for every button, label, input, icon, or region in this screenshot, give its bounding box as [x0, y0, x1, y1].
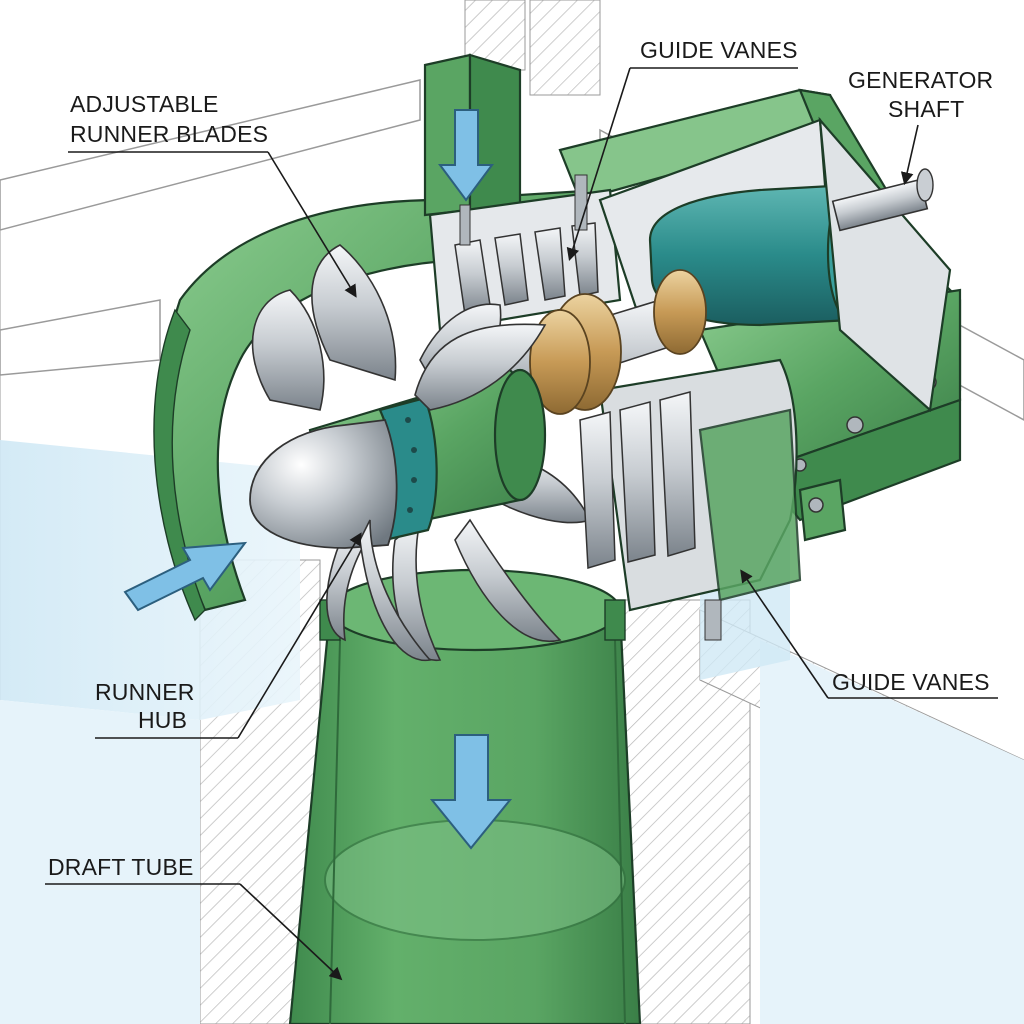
label-runner-hub-line1: RUNNER: [95, 679, 195, 705]
label-adjustable-runner-blades: ADJUSTABLE RUNNER BLADES: [68, 91, 357, 298]
guide-vanes-right-assembly: [579, 391, 722, 641]
bronze-bearings: [529, 269, 707, 415]
label-guide-vanes-right-text: GUIDE VANES: [832, 669, 990, 695]
label-adjustable-line1: ADJUSTABLE: [70, 91, 219, 117]
flow-arrow-down: [429, 734, 513, 850]
label-draft-tube-text: DRAFT TUBE: [48, 854, 194, 880]
flow-arrow-inflow: [123, 541, 248, 612]
label-draft-tube: DRAFT TUBE: [45, 854, 343, 981]
flow-arrow-inlet: [438, 109, 494, 202]
label-guide-vanes-right: GUIDE VANES: [740, 569, 998, 699]
label-generator-shaft: GENERATOR SHAFT: [848, 67, 993, 186]
label-adjustable-line2: RUNNER BLADES: [70, 121, 268, 147]
label-runner-hub-line2: HUB: [138, 707, 187, 733]
generator: [598, 116, 952, 413]
label-generator-line2: SHAFT: [888, 96, 964, 122]
runner-assembly: [123, 244, 592, 662]
guide-vanes-top-assembly: [428, 109, 622, 332]
label-runner-hub: RUNNER HUB: [95, 532, 362, 739]
label-guide-vanes-top: GUIDE VANES: [566, 37, 798, 262]
label-guide-vanes-top-text: GUIDE VANES: [640, 37, 798, 63]
label-generator-line1: GENERATOR: [848, 67, 993, 93]
